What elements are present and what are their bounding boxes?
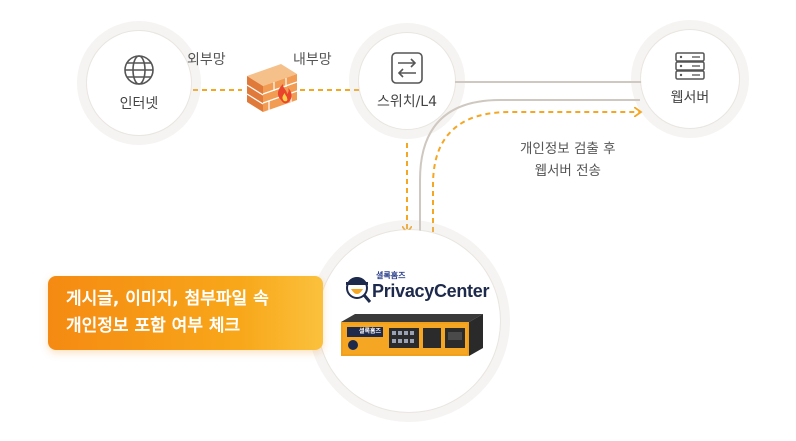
after-check-label: 개인정보 검출 후 웹서버 전송 <box>520 138 616 182</box>
callout-line1: 게시글, 이미지, 첨부파일 속 <box>66 289 269 309</box>
device-brand-label: 셜록홈즈 <box>359 328 382 335</box>
callout-line2: 개인정보 포함 여부 체크 <box>66 316 241 336</box>
after-check-line2: 웹서버 전송 <box>534 163 601 179</box>
internet-node: 인터넷 <box>87 31 191 135</box>
brand-title: PrivacyCenter <box>372 281 490 301</box>
link-privacycenter-webserver <box>432 112 640 232</box>
globe-icon <box>124 55 154 85</box>
appliance-device <box>341 314 483 356</box>
callout-text: 게시글, 이미지, 첨부파일 속 개인정보 포함 여부 체크 <box>66 286 269 340</box>
switch-node: 스위치/L4 <box>359 33 455 129</box>
after-check-line1: 개인정보 검출 후 <box>520 141 616 157</box>
inner-network-label: 내부망 <box>293 52 332 68</box>
link-privacycenter-webserver-solid <box>419 99 640 232</box>
outer-network-label: 외부망 <box>187 52 226 68</box>
brand-small-label: 셜록홈즈 <box>376 271 406 280</box>
privacy-check-callout: 게시글, 이미지, 첨부파일 속 개인정보 포함 여부 체크 <box>48 276 323 350</box>
server-icon <box>675 52 705 80</box>
internet-label: 인터넷 <box>119 96 159 112</box>
switch-icon <box>391 52 423 84</box>
webserver-label: 웹서버 <box>670 90 710 106</box>
webserver-node: 웹서버 <box>641 30 739 128</box>
switch-label: 스위치/L4 <box>376 94 438 110</box>
firewall-icon <box>246 64 298 112</box>
